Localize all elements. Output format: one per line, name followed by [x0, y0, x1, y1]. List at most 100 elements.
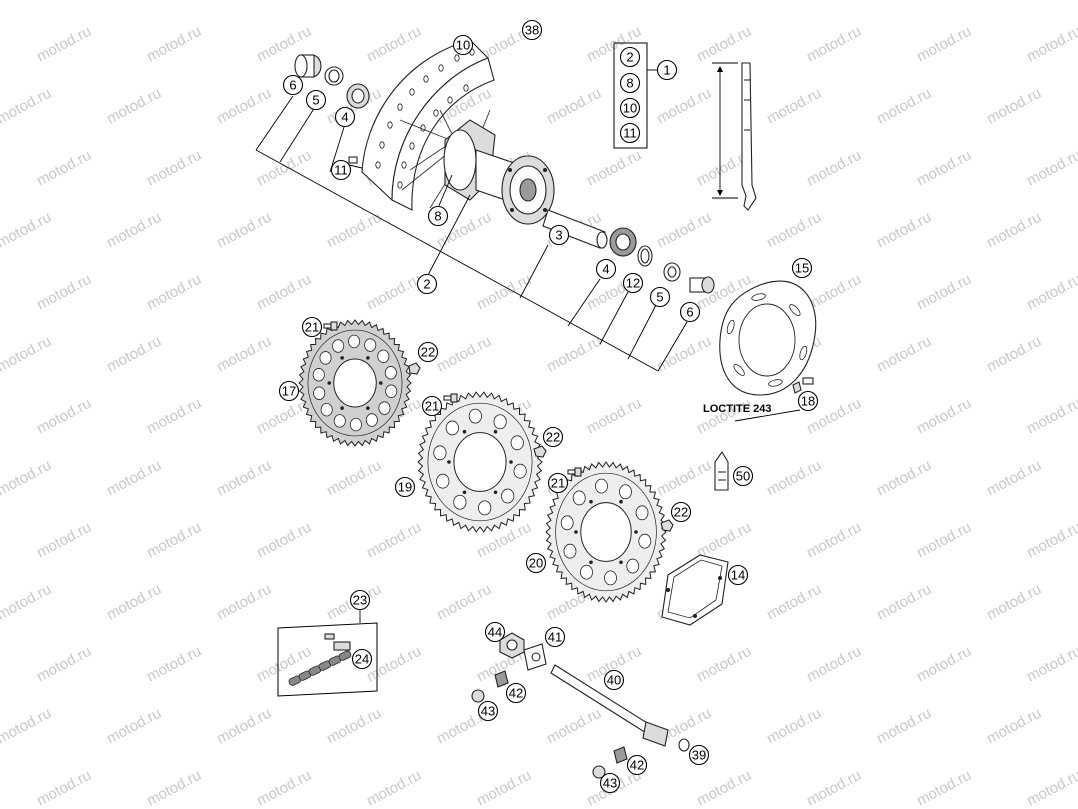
callout-circle — [727, 564, 749, 586]
callout-number: 1 — [663, 63, 670, 78]
watermark-text: motod.ru — [874, 209, 934, 252]
callout-c43a: 43 — [477, 700, 499, 722]
watermark-text: motod.ru — [654, 0, 714, 4]
nipple-part — [348, 156, 363, 169]
callout-c6b: 6 — [679, 301, 701, 323]
callout-c23: 23 — [349, 589, 371, 611]
callout-number: 8 — [626, 76, 633, 91]
callout-circle — [278, 380, 300, 402]
callout-number: 8 — [434, 209, 441, 224]
callout-c24: 24 — [351, 648, 373, 670]
callout-number: 5 — [312, 93, 319, 108]
watermark-text: motod.ru — [874, 581, 934, 624]
watermark-text: motod.ru — [474, 271, 534, 314]
callout-number: 41 — [548, 630, 562, 645]
callout-layer: 1281011234455668101112141517181920212121… — [278, 19, 819, 794]
callout-c4b: 4 — [595, 258, 617, 280]
callout-c11: 11 — [330, 159, 352, 181]
callout-number: 40 — [607, 673, 621, 688]
callout-c8: 8 — [427, 205, 449, 227]
set-box — [613, 42, 648, 149]
watermark-text: motod.ru — [144, 271, 204, 314]
callout-circle — [349, 589, 371, 611]
watermark-text: motod.ru — [804, 519, 864, 562]
callout-circle — [548, 224, 570, 246]
watermark-text: motod.ru — [34, 519, 94, 562]
callout-c2: 2 — [416, 273, 438, 295]
watermark-text: motod.ru — [0, 85, 54, 128]
callout-number: 44 — [488, 625, 502, 640]
callout-circle — [603, 669, 625, 691]
watermark-text: motod.ru — [654, 457, 714, 500]
watermark-text: motod.ru — [984, 0, 1044, 4]
callout-circle — [282, 74, 304, 96]
callout-circle — [732, 465, 754, 487]
callout-circle — [334, 106, 356, 128]
callout-number: 12 — [626, 276, 640, 291]
adjuster-41 — [523, 643, 547, 671]
watermark-text: motod.ru — [694, 519, 754, 562]
callout-c8a: 8 — [619, 72, 641, 94]
callout-circle — [484, 621, 506, 643]
watermark-text: motod.ru — [874, 333, 934, 376]
callout-c4a: 4 — [334, 106, 356, 128]
callout-number: 42 — [630, 758, 644, 773]
watermark-text: motod.ru — [1024, 643, 1078, 686]
callout-number: 20 — [529, 556, 543, 571]
watermark-text: motod.ru — [1024, 519, 1078, 562]
callout-c22c: 22 — [670, 501, 692, 523]
callout-circle — [599, 772, 621, 794]
callout-circle — [622, 272, 644, 294]
callout-circle — [619, 122, 641, 144]
callout-number: 43 — [603, 776, 617, 791]
callout-circle — [619, 97, 641, 119]
callout-circle — [797, 390, 819, 412]
callout-number: 43 — [481, 704, 495, 719]
callout-c18: 18 — [797, 390, 819, 412]
hub-part — [443, 119, 555, 225]
watermark-text: motod.ru — [104, 457, 164, 500]
callout-number: 38 — [525, 23, 539, 38]
watermark-text: motod.ru — [104, 209, 164, 252]
callout-number: 3 — [555, 228, 562, 243]
nut-22c — [660, 519, 674, 532]
watermark-text: motod.ru — [804, 23, 864, 66]
callout-circle — [417, 341, 439, 363]
callout-c17: 17 — [278, 380, 300, 402]
callout-circle — [301, 316, 323, 338]
watermark-text: motod.ru — [914, 147, 974, 190]
watermark-text: motod.ru — [764, 85, 824, 128]
watermark-text: motod.ru — [214, 85, 274, 128]
callout-circle — [595, 258, 617, 280]
callout-c3: 3 — [548, 224, 570, 246]
watermark-text: motod.ru — [654, 333, 714, 376]
callout-c40: 40 — [603, 669, 625, 691]
callout-c21a: 21 — [301, 316, 323, 338]
callout-circle — [619, 46, 641, 68]
callout-c5b: 5 — [649, 286, 671, 308]
callout-number: 19 — [398, 480, 412, 495]
watermark-text: motod.ru — [104, 333, 164, 376]
spring-42b — [613, 746, 628, 764]
watermark-text: motod.ru — [914, 271, 974, 314]
watermark-text: motod.ru — [0, 705, 54, 748]
watermark-text: motod.ru — [984, 581, 1044, 624]
callout-number: 21 — [551, 476, 565, 491]
watermark-text: motod.ru — [214, 581, 274, 624]
watermark-text: motod.ru — [364, 271, 424, 314]
callout-number: 42 — [509, 686, 523, 701]
watermark-text: motod.ru — [34, 395, 94, 438]
watermark-text: motod.ru — [764, 581, 824, 624]
watermark-text: motod.ru — [1024, 767, 1078, 809]
watermark-text: motod.ru — [764, 0, 824, 4]
callout-number: 22 — [421, 345, 435, 360]
gasket-part — [661, 554, 729, 626]
nut-44 — [499, 632, 525, 659]
watermark-text: motod.ru — [984, 457, 1044, 500]
bolt-21a — [323, 321, 338, 331]
callout-circle — [679, 301, 701, 323]
nut-43b — [592, 765, 606, 779]
callout-c43b: 43 — [599, 772, 621, 794]
nut-43a — [471, 689, 485, 703]
watermark-text: motod.ru — [874, 457, 934, 500]
